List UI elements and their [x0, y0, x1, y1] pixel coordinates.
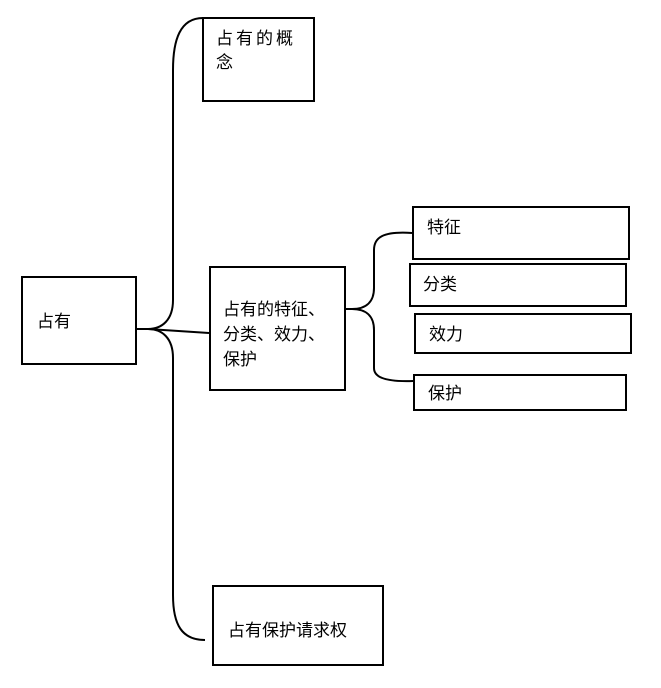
sub-node-label: 特征 [427, 218, 461, 238]
sub-node-features: 特征 [412, 206, 630, 260]
root-node-label: 占有 [37, 312, 71, 332]
connector-root-to-claim [147, 328, 206, 641]
sub-node-label: 分类 [423, 275, 457, 295]
branch-node-claim: 占有保护请求权 [212, 585, 384, 666]
sub-node-label: 效力 [429, 325, 463, 345]
sub-node-label: 保护 [428, 384, 462, 404]
connector-root-to-features [147, 328, 210, 334]
connector-features-to-sub-bottom [351, 308, 414, 383]
branch-node-features-label: 占有的特征、 分类、效力、 保护 [223, 300, 325, 370]
connector-root-to-concept [137, 17, 204, 330]
branch-node-claim-label: 占有保护请求权 [228, 621, 347, 641]
connector-features-to-sub-top [333, 231, 413, 310]
sub-node-effect: 效力 [414, 313, 632, 354]
sub-node-classification: 分类 [409, 263, 627, 307]
root-node: 占有 [21, 276, 137, 365]
branch-node-concept-label: 占有的概念 [216, 29, 296, 73]
branch-node-features: 占有的特征、 分类、效力、 保护 [209, 266, 346, 391]
branch-node-concept: 占有的概念 [202, 17, 315, 102]
sub-node-protection: 保护 [413, 374, 627, 411]
